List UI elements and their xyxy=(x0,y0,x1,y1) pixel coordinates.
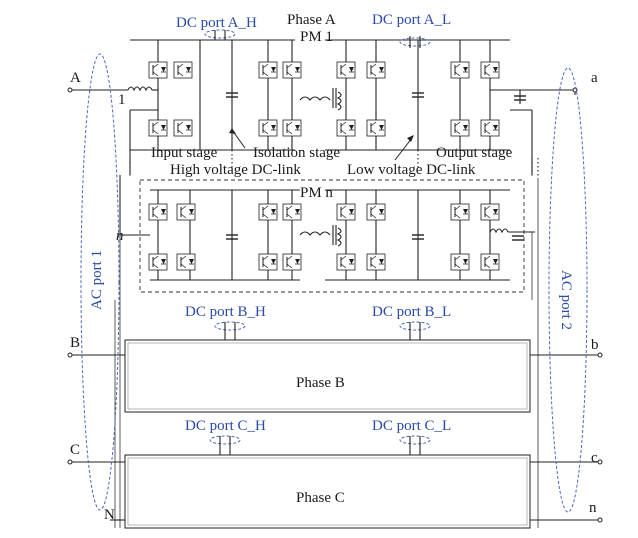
pm-n-box xyxy=(139,179,525,293)
dc-port-c-h: DC port C_H xyxy=(185,418,266,434)
phase-c-label: Phase C xyxy=(296,490,345,506)
terminal-C: C xyxy=(70,442,80,458)
dc-port-b-l: DC port B_L xyxy=(372,304,451,320)
terminal-B: B xyxy=(70,335,80,351)
terminal-c: c xyxy=(591,450,598,466)
phase-b-block xyxy=(124,339,531,413)
terminal-a: a xyxy=(591,70,598,86)
module-index-n: n xyxy=(116,228,124,244)
dc-port-a-h: DC port A_H xyxy=(176,15,257,31)
pmn-circuit xyxy=(120,189,535,281)
dc-port-b-h: DC port B_H xyxy=(185,304,266,320)
module-index-1: 1 xyxy=(118,92,126,108)
output-stage-label: Output stage xyxy=(436,145,513,161)
pmn-label: PM n xyxy=(300,185,333,201)
phase-c-block xyxy=(124,454,531,529)
terminal-A: A xyxy=(70,70,81,86)
ac-port-1-ellipse xyxy=(80,53,120,511)
terminal-N: N xyxy=(104,507,115,523)
phase-b-label: Phase B xyxy=(296,375,345,391)
ac-port-2-ellipse xyxy=(548,67,588,513)
lv-link-label: Low voltage DC-link xyxy=(347,162,476,178)
isolation-stage-label: Isolation stage xyxy=(253,145,340,161)
dc-port-a-l: DC port A_L xyxy=(372,12,451,28)
transformer-icon xyxy=(299,96,331,101)
terminal-b: b xyxy=(591,337,599,353)
pm1-circuit xyxy=(70,29,575,175)
phase-a-title: Phase A xyxy=(287,12,336,28)
ac-port-2-label: AC port 2 xyxy=(558,270,574,330)
input-inductor-icon xyxy=(127,86,153,92)
ac-port-1-label: AC port 1 xyxy=(89,250,105,310)
terminal-n: n xyxy=(589,500,597,516)
dc-port-c-l: DC port C_L xyxy=(372,418,451,434)
input-stage-label: Input stage xyxy=(151,145,218,161)
hv-link-label: High voltage DC-link xyxy=(170,162,301,178)
pm1-label: PM 1 xyxy=(300,29,333,45)
